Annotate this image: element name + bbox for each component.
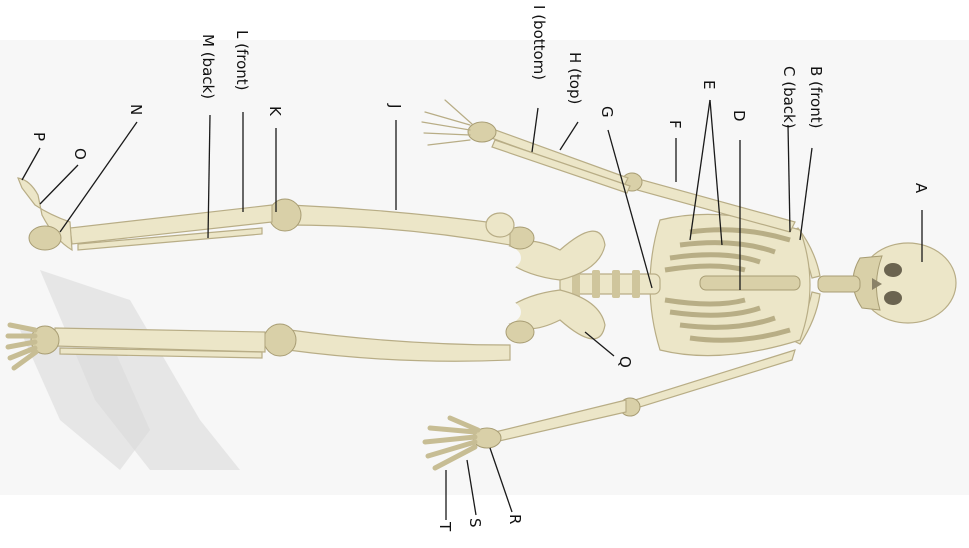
label-n: N — [127, 104, 145, 115]
label-a: A — [912, 183, 930, 194]
rib-cage — [650, 214, 810, 355]
label-g: G — [598, 106, 616, 118]
label-t: T — [436, 521, 454, 532]
label-l: L (front) — [233, 30, 251, 91]
label-b: B (front) — [807, 66, 825, 128]
label-i: I (bottom) — [530, 5, 548, 80]
label-d: D — [730, 110, 748, 122]
label-e: E — [700, 80, 718, 89]
label-k: K — [266, 106, 284, 117]
label-f: F — [666, 120, 684, 129]
label-j: J — [386, 103, 404, 108]
label-r: R — [506, 514, 524, 524]
label-p: P — [30, 132, 48, 141]
label-s: S — [466, 518, 484, 528]
label-m: M (back) — [199, 34, 217, 99]
label-q: Q — [616, 356, 634, 368]
label-c: C (back) — [780, 66, 798, 129]
label-o: O — [71, 148, 89, 160]
label-h: H (top) — [566, 52, 584, 104]
cervical-spine — [818, 276, 860, 292]
